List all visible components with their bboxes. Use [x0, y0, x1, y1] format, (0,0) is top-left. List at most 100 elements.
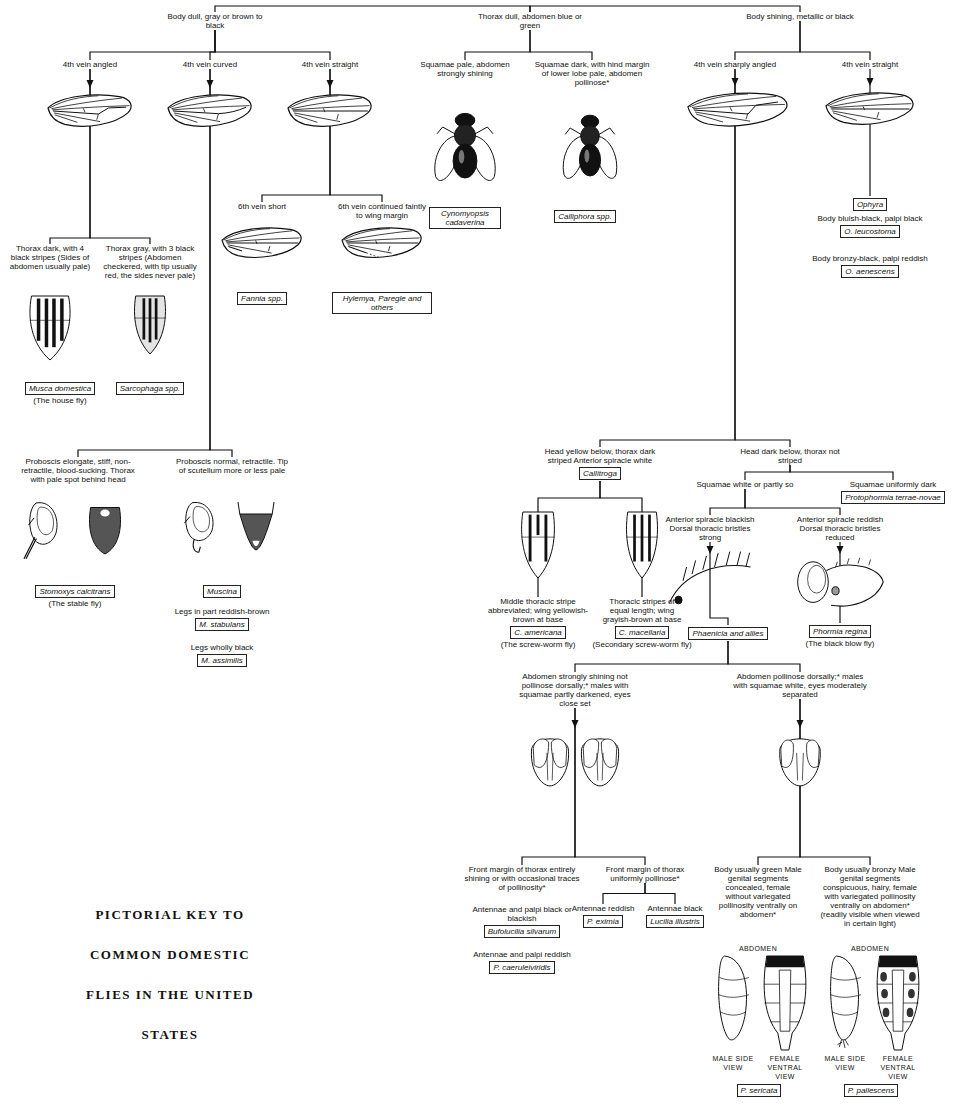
sixth-vein — [55, 115, 78, 123]
key-couplet: 6th vein continued faintly to wing margi… — [337, 202, 427, 220]
key-connector — [530, 30, 592, 60]
cross-vein — [376, 240, 390, 251]
key-connector — [575, 708, 645, 865]
key-text: Antennae and palpi reddish — [473, 950, 570, 959]
key-couplet: Front margin of thorax uniformly pollino… — [602, 865, 688, 883]
key-couplet: 6th vein short — [222, 202, 302, 211]
proboscis — [193, 540, 200, 553]
abdomen-side-drawing — [719, 956, 749, 1040]
key-couplet: Abdomen pollinose dorsally;* males with … — [730, 672, 870, 699]
wing-vein — [830, 104, 911, 108]
wing-outline — [288, 95, 371, 126]
thorax-edge — [238, 502, 274, 514]
abdomen-outline — [877, 956, 919, 1050]
key-text: Middle thoracic stripe abbreviated; wing… — [486, 597, 590, 624]
species-name: P. pallescens — [844, 1084, 899, 1097]
thorax-drawing — [626, 512, 657, 578]
fourth-vein — [293, 111, 368, 112]
key-text: Body usually green Male genital segments… — [712, 865, 804, 919]
suture-line — [30, 320, 70, 321]
key-connector — [210, 30, 215, 60]
wing-drawing — [168, 95, 251, 126]
wing-outline — [222, 228, 301, 258]
thorax-outline — [90, 508, 121, 555]
species-box: P. sericata — [719, 1082, 799, 1098]
cross-vein — [203, 108, 218, 119]
species-name: Protophormia terrae-novae — [841, 491, 945, 504]
head-front-drawing — [581, 739, 618, 786]
wing-drawing — [222, 228, 301, 258]
key-connector — [710, 542, 728, 625]
species-name: M. stabulans — [195, 618, 248, 631]
key-connector — [790, 465, 893, 480]
pointer-arrow — [207, 80, 214, 88]
fly-drawing — [435, 113, 495, 180]
wing-vein — [226, 238, 300, 242]
species-box: Stomoxys calcitrans(The stable fly) — [15, 583, 135, 608]
common-name: (The screw-worm fly) — [501, 640, 576, 649]
key-text: Anterior spiracle reddish Dorsal thoraci… — [785, 515, 895, 542]
wing-drawing — [688, 93, 787, 126]
antenna — [28, 518, 34, 525]
key-title: PICTORIAL KEY TO COMMON DOMESTIC FLIES I… — [70, 895, 270, 1055]
bristle — [683, 552, 750, 581]
wing-vein — [172, 106, 249, 110]
key-text: Squamae uniformly dark — [850, 480, 937, 489]
species-name: Muscina — [203, 585, 241, 598]
key-connector — [538, 481, 600, 597]
key-couplet: Head dark below, thorax not striped — [735, 447, 845, 465]
segment-line — [831, 978, 861, 1016]
eye-outline — [807, 740, 820, 767]
dark-band — [879, 956, 917, 967]
species-name: Sarcophaga spp. — [116, 382, 185, 395]
species-name: Ophyra — [853, 198, 887, 211]
key-text: Body bronzy-black, palpi reddish — [812, 254, 928, 263]
key-text: Front margin of thorax uniformly pollino… — [602, 865, 688, 883]
thorax-profile — [670, 566, 751, 603]
ventral-plate — [892, 970, 904, 1031]
thorax-drawing — [30, 296, 70, 360]
face-line — [547, 753, 553, 781]
key-couplet: Front margin of thorax entirely shining … — [464, 865, 580, 892]
sixth-vein — [228, 247, 242, 251]
abdomen-side-drawing — [831, 956, 861, 1048]
pointer-arrow — [732, 78, 739, 86]
head-outline — [780, 739, 821, 786]
wing-outline — [168, 95, 251, 126]
thorax-stripe — [529, 515, 532, 562]
key-text: Head dark below, thorax not striped — [735, 447, 845, 465]
key-connector — [215, 30, 330, 60]
view-label: ABDOMEN — [840, 944, 900, 953]
fourth-vein — [831, 109, 909, 110]
key-couplet: Body dull, gray or brown to black — [160, 12, 270, 30]
thorax-stripe — [60, 299, 64, 341]
thorax-outline — [522, 512, 555, 578]
thorax-stripe — [52, 299, 56, 348]
key-couplet: Proboscis normal, retractile. Tip of scu… — [172, 457, 292, 475]
species-name: Fannia spp. — [237, 292, 287, 305]
key-text: 6th vein short — [238, 202, 286, 211]
key-connector — [745, 489, 840, 515]
key-connector — [465, 30, 530, 60]
wing-vein — [228, 245, 272, 253]
species-box: Legs wholly blackM. assimilis — [157, 643, 287, 668]
pollinosity-patch — [880, 972, 887, 981]
species-name: Cynomyopsis cadaverina — [429, 207, 501, 229]
key-couplet: Thorax dark, with 4 black stripes (Sides… — [7, 244, 93, 271]
species-name: C. macellaria — [615, 626, 670, 639]
wing-drawing — [342, 228, 421, 258]
wing-outline — [826, 93, 913, 124]
sixth-vein — [175, 115, 198, 123]
pointer-arrow — [837, 546, 844, 554]
sixth-vein — [295, 115, 318, 123]
key-connector — [603, 883, 645, 904]
species-box: Antennae and palpi reddishP. caeruleivir… — [472, 950, 572, 975]
wing-vein — [174, 113, 220, 122]
pointer-arrow — [327, 80, 334, 88]
key-text: Head yellow below, thorax dark striped A… — [540, 447, 660, 465]
head-outline — [531, 739, 568, 786]
pointer-arrow — [87, 80, 94, 88]
abdomen-ventral-drawing — [764, 956, 806, 1050]
key-couplet: 4th vein curved — [165, 60, 255, 69]
wing-vein — [830, 96, 904, 107]
